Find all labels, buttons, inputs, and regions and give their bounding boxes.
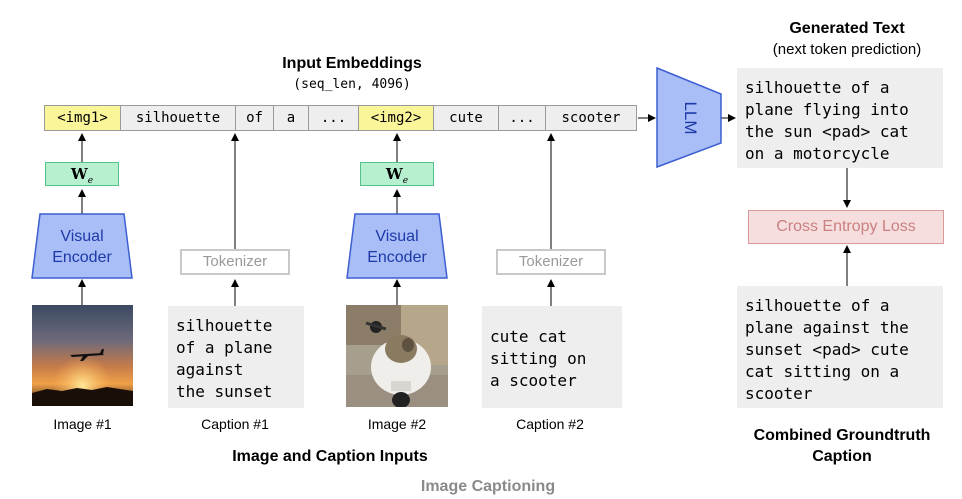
inputs-section-title: Image and Caption Inputs: [232, 448, 428, 465]
token-ellipsis-1: ...: [309, 106, 359, 130]
token-of: of: [236, 106, 274, 130]
caption-2-label: Caption #2: [516, 416, 584, 432]
caption-1-box: silhouette of a plane against the sunset: [168, 306, 304, 408]
token-scooter: scooter: [546, 106, 636, 130]
cross-entropy-loss: Cross Entropy Loss: [748, 210, 944, 244]
token-silhouette: silhouette: [121, 106, 236, 130]
caption-1-label: Caption #1: [201, 416, 269, 432]
visual-encoder-2-shape: [346, 213, 448, 279]
diagram-footer-title: Image Captioning: [420, 478, 556, 495]
generated-text-subtitle: (next token prediction): [772, 41, 922, 58]
visual-encoder-1-shape: [31, 213, 133, 279]
llm-label: LLM: [681, 101, 700, 135]
image-1-label: Image #1: [53, 416, 112, 432]
token-img2: <img2>: [359, 106, 434, 130]
tokenizer-2: Tokenizer: [496, 249, 606, 275]
token-a: a: [274, 106, 309, 130]
llm-shape: [656, 66, 722, 169]
input-embeddings-shape: (seq_len, 4096): [293, 77, 411, 92]
image-2-label: Image #2: [367, 416, 427, 432]
embedding-weight-1: We: [45, 162, 119, 186]
token-img1: <img1>: [45, 106, 121, 130]
token-cute: cute: [434, 106, 499, 130]
image-1-sunset-plane: [32, 305, 133, 406]
generated-text-box: silhouette of a plane flying into the su…: [737, 68, 943, 168]
token-sequence: <img1> silhouette of a ... <img2> cute .…: [44, 105, 637, 131]
embedding-weight-2: We: [360, 162, 434, 186]
token-ellipsis-2: ...: [499, 106, 546, 130]
caption-2-box: cute cat sitting on a scooter: [482, 306, 622, 408]
tokenizer-1: Tokenizer: [180, 249, 290, 275]
input-embeddings-title: Input Embeddings: [282, 55, 422, 72]
generated-text-title: Generated Text: [789, 20, 905, 37]
image-2-cat-scooter: [346, 305, 448, 407]
groundtruth-caption-box: silhouette of a plane against the sunset…: [737, 286, 943, 408]
